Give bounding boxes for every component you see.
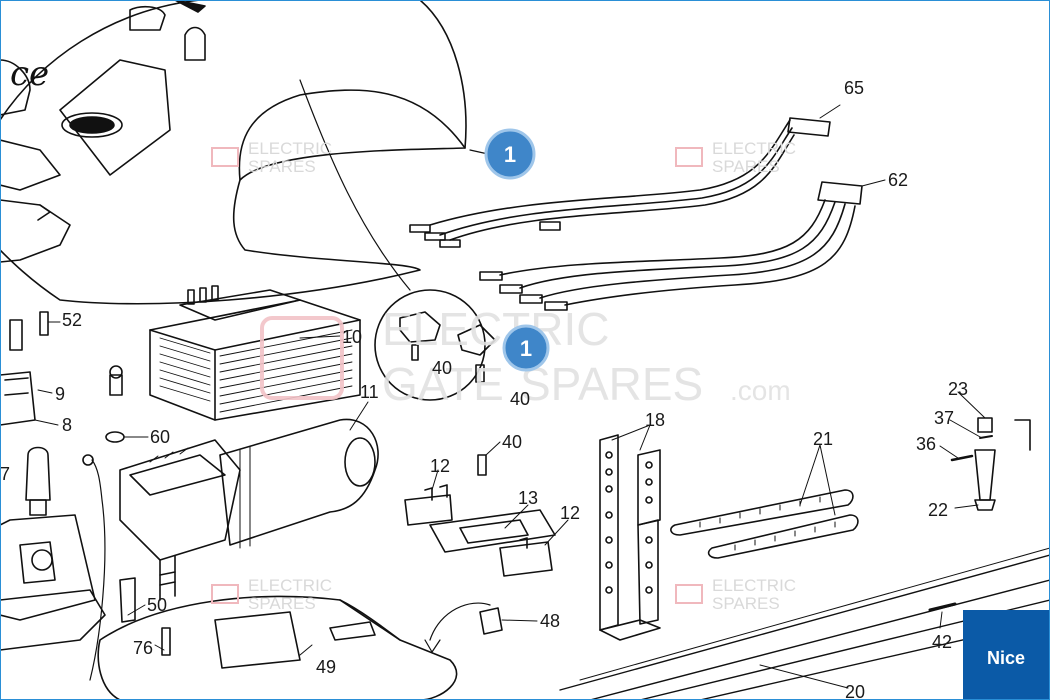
watermark-small-line1: ELECTRIC — [712, 139, 796, 158]
part-label-48: 48 — [540, 611, 560, 631]
watermark-large-gate: GATE — [382, 358, 504, 410]
callout-bubble: 1 — [502, 324, 550, 372]
watermark-small-line2: SPARES — [248, 157, 316, 176]
watermark-small-line1: ELECTRIC — [248, 576, 332, 595]
part-label-12: 12 — [560, 503, 580, 523]
part-label-60: 60 — [150, 427, 170, 447]
watermark-small-line1: ELECTRIC — [248, 139, 332, 158]
release-parts — [950, 417, 1031, 511]
watermark-small-line2: SPARES — [248, 594, 316, 613]
watermark-large-spares: SPARES — [520, 358, 703, 410]
part-label-12: 12 — [430, 456, 450, 476]
part-label-22: 22 — [928, 500, 948, 520]
part-label-76: 76 — [133, 638, 153, 658]
watermark-large-suffix: .com — [730, 375, 791, 406]
part-label-9: 9 — [55, 384, 65, 404]
part-label-52: 52 — [62, 310, 82, 330]
part-label-50: 50 — [147, 595, 167, 615]
brand-logo: Nice — [963, 610, 1050, 700]
part-label-42: 42 — [932, 632, 952, 652]
part-label-37: 37 — [934, 408, 954, 428]
part-label-36: 36 — [916, 434, 936, 454]
watermark-large-line1: ELECTRIC — [382, 303, 609, 355]
part-label-18: 18 — [645, 410, 665, 430]
part-label-8: 8 — [62, 415, 72, 435]
clamp-48 — [424, 602, 503, 653]
wiring-harness-65 — [409, 117, 831, 248]
watermark-small-line1: ELECTRIC — [712, 576, 796, 595]
wiring-harness-62 — [479, 181, 863, 311]
watermark-small-line2: SPARES — [712, 594, 780, 613]
limit-switch-assembly — [404, 454, 556, 577]
leader-lines — [34, 104, 986, 689]
part-label-65: 65 — [844, 78, 864, 98]
watermark-small-line2: SPARES — [712, 157, 780, 176]
callout-number: 1 — [504, 142, 516, 167]
brand-logo-text: Nice — [987, 648, 1026, 668]
part-label-20: 20 — [845, 682, 865, 700]
transformer — [149, 285, 361, 421]
part-label-40: 40 — [432, 358, 452, 378]
watermark-large: ELECTRIC GATE SPARES .com — [260, 303, 791, 410]
callout-bubble: 1 — [484, 128, 536, 180]
left-components — [0, 311, 171, 681]
watermark-small-group: ELECTRIC SPARES ELECTRIC SPARES ELECTRIC… — [211, 139, 796, 613]
part-label-40: 40 — [510, 389, 530, 409]
part-label-49: 49 — [316, 657, 336, 677]
callout-number: 1 — [520, 336, 532, 361]
part-label-40: 40 — [502, 432, 522, 452]
part-label-62: 62 — [888, 170, 908, 190]
part-label-10: 10 — [342, 327, 362, 347]
svg-text:ce: ce — [10, 54, 49, 94]
part-label-21: 21 — [813, 429, 833, 449]
gear-motor — [119, 418, 379, 601]
part-labels: 65 62 52 10 9 8 7 60 11 40 40 40 18 21 2… — [0, 78, 968, 700]
part-label-11: 11 — [360, 382, 379, 402]
part-label-23: 23 — [948, 379, 968, 399]
part-label-13: 13 — [518, 488, 538, 508]
housing-cover: ce — [0, 0, 467, 305]
part-label-7: 7 — [0, 464, 10, 484]
base-plate — [97, 595, 458, 700]
rack-strips-21 — [670, 489, 859, 559]
mounting-brackets-18 — [599, 434, 661, 641]
clip-detail — [374, 289, 496, 401]
